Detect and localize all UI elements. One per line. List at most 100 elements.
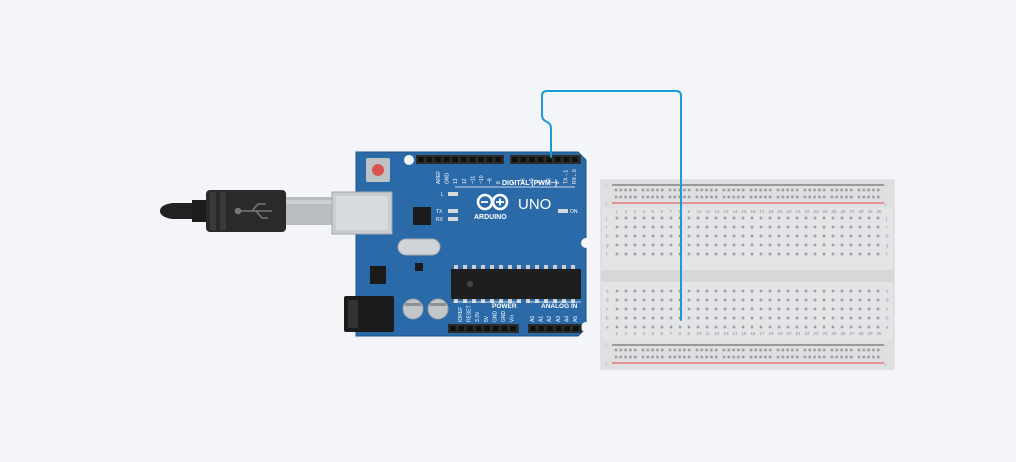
- breadboard-hole[interactable]: [737, 195, 740, 199]
- breadboard-hole[interactable]: [633, 188, 637, 192]
- breadboard-hole[interactable]: [768, 316, 772, 320]
- breadboard-hole[interactable]: [849, 316, 853, 320]
- breadboard-hole[interactable]: [722, 195, 726, 199]
- breadboard-hole[interactable]: [862, 188, 866, 192]
- breadboard-hole[interactable]: [830, 355, 834, 359]
- breadboard-hole[interactable]: [705, 307, 709, 311]
- breadboard-hole[interactable]: [804, 225, 808, 229]
- header-pin[interactable]: [520, 157, 527, 162]
- breadboard-hole[interactable]: [669, 298, 673, 302]
- breadboard-hole[interactable]: [750, 243, 754, 247]
- breadboard-hole[interactable]: [876, 243, 880, 247]
- breadboard-hole[interactable]: [687, 243, 691, 247]
- breadboard-hole[interactable]: [818, 188, 821, 192]
- breadboard-hole[interactable]: [768, 289, 772, 293]
- breadboard-hole[interactable]: [624, 325, 628, 329]
- breadboard-hole[interactable]: [732, 289, 736, 293]
- breadboard-hole[interactable]: [777, 243, 781, 247]
- breadboard-hole[interactable]: [781, 355, 785, 359]
- breadboard-hole[interactable]: [776, 355, 780, 359]
- breadboard-hole[interactable]: [759, 188, 762, 192]
- breadboard-hole[interactable]: [651, 195, 654, 199]
- breadboard-hole[interactable]: [619, 355, 623, 359]
- header-pin[interactable]: [443, 157, 450, 162]
- breadboard-hole[interactable]: [646, 188, 650, 192]
- breadboard-hole[interactable]: [696, 252, 700, 256]
- breadboard-hole[interactable]: [872, 188, 875, 192]
- breadboard-hole[interactable]: [741, 216, 745, 220]
- header-pin[interactable]: [501, 326, 508, 331]
- breadboard-hole[interactable]: [651, 225, 655, 229]
- breadboard-hole[interactable]: [741, 225, 745, 229]
- breadboard-hole[interactable]: [750, 289, 754, 293]
- breadboard-hole[interactable]: [732, 243, 736, 247]
- breadboard-hole[interactable]: [727, 355, 731, 359]
- breadboard-hole[interactable]: [876, 355, 880, 359]
- breadboard-hole[interactable]: [804, 316, 808, 320]
- breadboard-hole[interactable]: [624, 225, 628, 229]
- breadboard-hole[interactable]: [705, 298, 709, 302]
- breadboard-hole[interactable]: [818, 195, 821, 199]
- breadboard-hole[interactable]: [759, 234, 763, 238]
- breadboard-hole[interactable]: [660, 348, 664, 352]
- breadboard-hole[interactable]: [695, 188, 699, 192]
- breadboard-hole[interactable]: [822, 225, 826, 229]
- breadboard-hole[interactable]: [723, 307, 727, 311]
- breadboard-hole[interactable]: [804, 252, 808, 256]
- breadboard-hole[interactable]: [786, 188, 789, 192]
- breadboard-hole[interactable]: [722, 348, 726, 352]
- breadboard-hole[interactable]: [705, 316, 709, 320]
- breadboard-hole[interactable]: [750, 325, 754, 329]
- header-pin[interactable]: [530, 326, 536, 331]
- breadboard-hole[interactable]: [750, 316, 754, 320]
- breadboard-hole[interactable]: [831, 316, 835, 320]
- breadboard-hole[interactable]: [813, 234, 817, 238]
- breadboard-hole[interactable]: [741, 348, 745, 352]
- breadboard-hole[interactable]: [629, 195, 632, 199]
- breadboard-hole[interactable]: [849, 188, 853, 192]
- breadboard-hole[interactable]: [732, 348, 735, 352]
- breadboard-hole[interactable]: [714, 243, 718, 247]
- breadboard-hole[interactable]: [876, 348, 880, 352]
- breadboard-hole[interactable]: [759, 195, 762, 199]
- breadboard-hole[interactable]: [614, 355, 618, 359]
- breadboard-hole[interactable]: [683, 195, 686, 199]
- breadboard-hole[interactable]: [669, 234, 673, 238]
- header-pin[interactable]: [467, 326, 473, 331]
- breadboard-hole[interactable]: [737, 355, 740, 359]
- breadboard-hole[interactable]: [867, 234, 871, 238]
- breadboard-hole[interactable]: [710, 188, 713, 192]
- breadboard-hole[interactable]: [786, 216, 790, 220]
- breadboard-hole[interactable]: [813, 316, 817, 320]
- breadboard-hole[interactable]: [642, 298, 646, 302]
- breadboard-hole[interactable]: [781, 188, 785, 192]
- breadboard-hole[interactable]: [777, 225, 781, 229]
- breadboard-hole[interactable]: [651, 289, 655, 293]
- breadboard-hole[interactable]: [710, 355, 713, 359]
- breadboard-hole[interactable]: [822, 355, 826, 359]
- breadboard-hole[interactable]: [651, 298, 655, 302]
- breadboard-hole[interactable]: [786, 325, 790, 329]
- breadboard-hole[interactable]: [862, 348, 866, 352]
- breadboard-hole[interactable]: [849, 307, 853, 311]
- breadboard-hole[interactable]: [673, 188, 677, 192]
- breadboard-hole[interactable]: [777, 316, 781, 320]
- breadboard-hole[interactable]: [714, 216, 718, 220]
- breadboard-hole[interactable]: [732, 252, 736, 256]
- breadboard-hole[interactable]: [714, 195, 718, 199]
- header-pin[interactable]: [469, 157, 476, 162]
- breadboard-hole[interactable]: [867, 348, 870, 352]
- breadboard-hole[interactable]: [732, 225, 736, 229]
- header-pin[interactable]: [537, 157, 544, 162]
- breadboard-hole[interactable]: [858, 252, 862, 256]
- breadboard-hole[interactable]: [831, 243, 835, 247]
- breadboard-hole[interactable]: [831, 289, 835, 293]
- breadboard-hole[interactable]: [669, 307, 673, 311]
- breadboard-hole[interactable]: [633, 289, 637, 293]
- breadboard-hole[interactable]: [651, 316, 655, 320]
- breadboard-hole[interactable]: [619, 195, 623, 199]
- breadboard-hole[interactable]: [727, 188, 731, 192]
- header-pin[interactable]: [484, 326, 490, 331]
- breadboard-hole[interactable]: [723, 298, 727, 302]
- breadboard-hole[interactable]: [669, 243, 673, 247]
